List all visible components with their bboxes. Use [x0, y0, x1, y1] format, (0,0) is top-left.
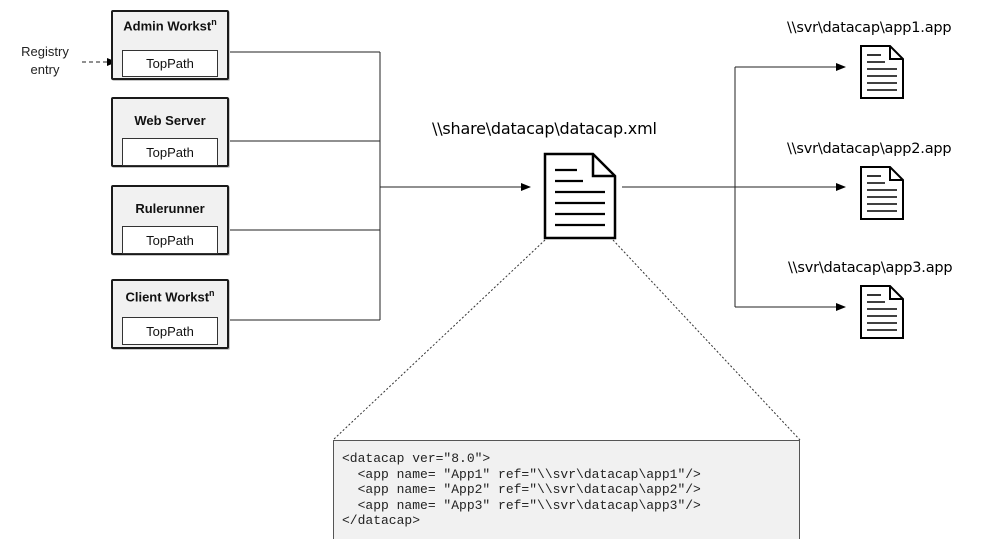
source-title-webserver: Web Server	[134, 113, 206, 128]
app2-file-label: \\svr\datacap\app2.app	[787, 141, 952, 157]
callout-line-left	[332, 239, 546, 441]
xml-code-line: <app name= "App3" ref="\\svr\datacap\app…	[342, 497, 701, 513]
source-title-admin: Admin Workstn	[123, 17, 217, 34]
source-title-client: Client Workstn	[125, 288, 215, 305]
source-box-admin: Admin Workstn TopPath	[111, 10, 229, 80]
app1-file-label: \\svr\datacap\app1.app	[787, 20, 952, 36]
source-title-rulerunner: Rulerunner	[135, 201, 205, 216]
source-box-rulerunner: Rulerunner TopPath	[111, 185, 229, 255]
toppath-field-webserver: TopPath	[122, 138, 218, 166]
registry-entry-label: Registry entry	[21, 44, 69, 77]
source-box-webserver: Web Server TopPath	[111, 97, 229, 167]
app2-document-icon	[860, 166, 904, 220]
app3-document-icon	[860, 285, 904, 339]
central-file-label: \\share\datacap\datacap.xml	[432, 119, 657, 138]
document-icon	[543, 152, 617, 240]
xml-code-line: <datacap ver="8.0">	[342, 451, 491, 466]
source-box-client: Client Workstn TopPath	[111, 279, 229, 349]
xml-code-line: <app name= "App1" ref="\\svr\datacap\app…	[342, 466, 701, 482]
xml-code-line: </datacap>	[342, 513, 421, 528]
xml-code-callout: <datacap ver="8.0"> <app name= "App1" re…	[333, 440, 800, 539]
toppath-field-rulerunner: TopPath	[122, 226, 218, 254]
app3-file-label: \\svr\datacap\app3.app	[788, 260, 953, 276]
toppath-field-admin: TopPath	[122, 50, 218, 77]
toppath-field-client: TopPath	[122, 317, 218, 345]
app1-document-icon	[860, 45, 904, 99]
callout-line-right	[612, 239, 801, 441]
xml-code-line: <app name= "App2" ref="\\svr\datacap\app…	[342, 482, 701, 497]
